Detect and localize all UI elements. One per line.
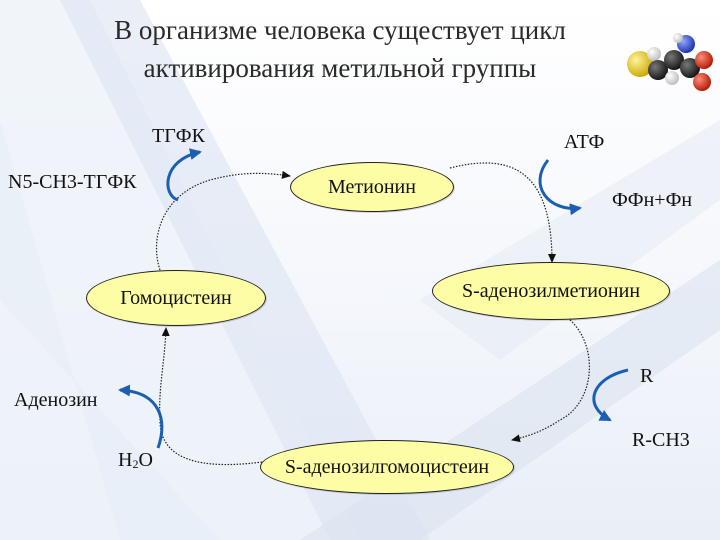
arc-sah-to-homocysteine (159, 327, 263, 466)
page-title-line1: В организме человека существует цикл (114, 15, 566, 45)
node-homocysteine: Гомоцистеин (86, 270, 266, 326)
arrow-n5-to-thf (166, 148, 202, 202)
label-n5-thf: N5-CH3-ТГФК (8, 171, 137, 193)
label-atp: АТФ (564, 131, 605, 153)
arrow-r-to-rch3 (592, 368, 629, 422)
molecule-icon (627, 33, 713, 91)
label-adenosine: Аденозин (14, 389, 98, 411)
arrow-atp-to-ppi (538, 159, 582, 216)
node-sah: S-аденозилгомоцистеин (260, 440, 514, 494)
label-ppi-pi: ФФн+Фн (612, 189, 693, 211)
arc-homocysteine-to-methionine (155, 170, 291, 271)
arc-sam-to-sah (511, 309, 590, 443)
label-r: R (640, 365, 654, 387)
arc-methionine-to-sam (449, 162, 556, 263)
label-thf: ТГФК (152, 125, 205, 147)
node-sam: S-аденозилметионин (432, 262, 670, 320)
label-r-ch3: R-CH3 (632, 429, 690, 451)
node-methionine: Метионин (290, 162, 454, 212)
label-h2o: H2O (118, 448, 153, 476)
h2o-h: H (118, 449, 133, 471)
page-title-line2: активирования метильной группы (143, 53, 537, 83)
h2o-subscript: 2 (132, 457, 139, 471)
h2o-o: O (138, 449, 153, 471)
arrow-h2o-to-adenosine (118, 384, 164, 449)
